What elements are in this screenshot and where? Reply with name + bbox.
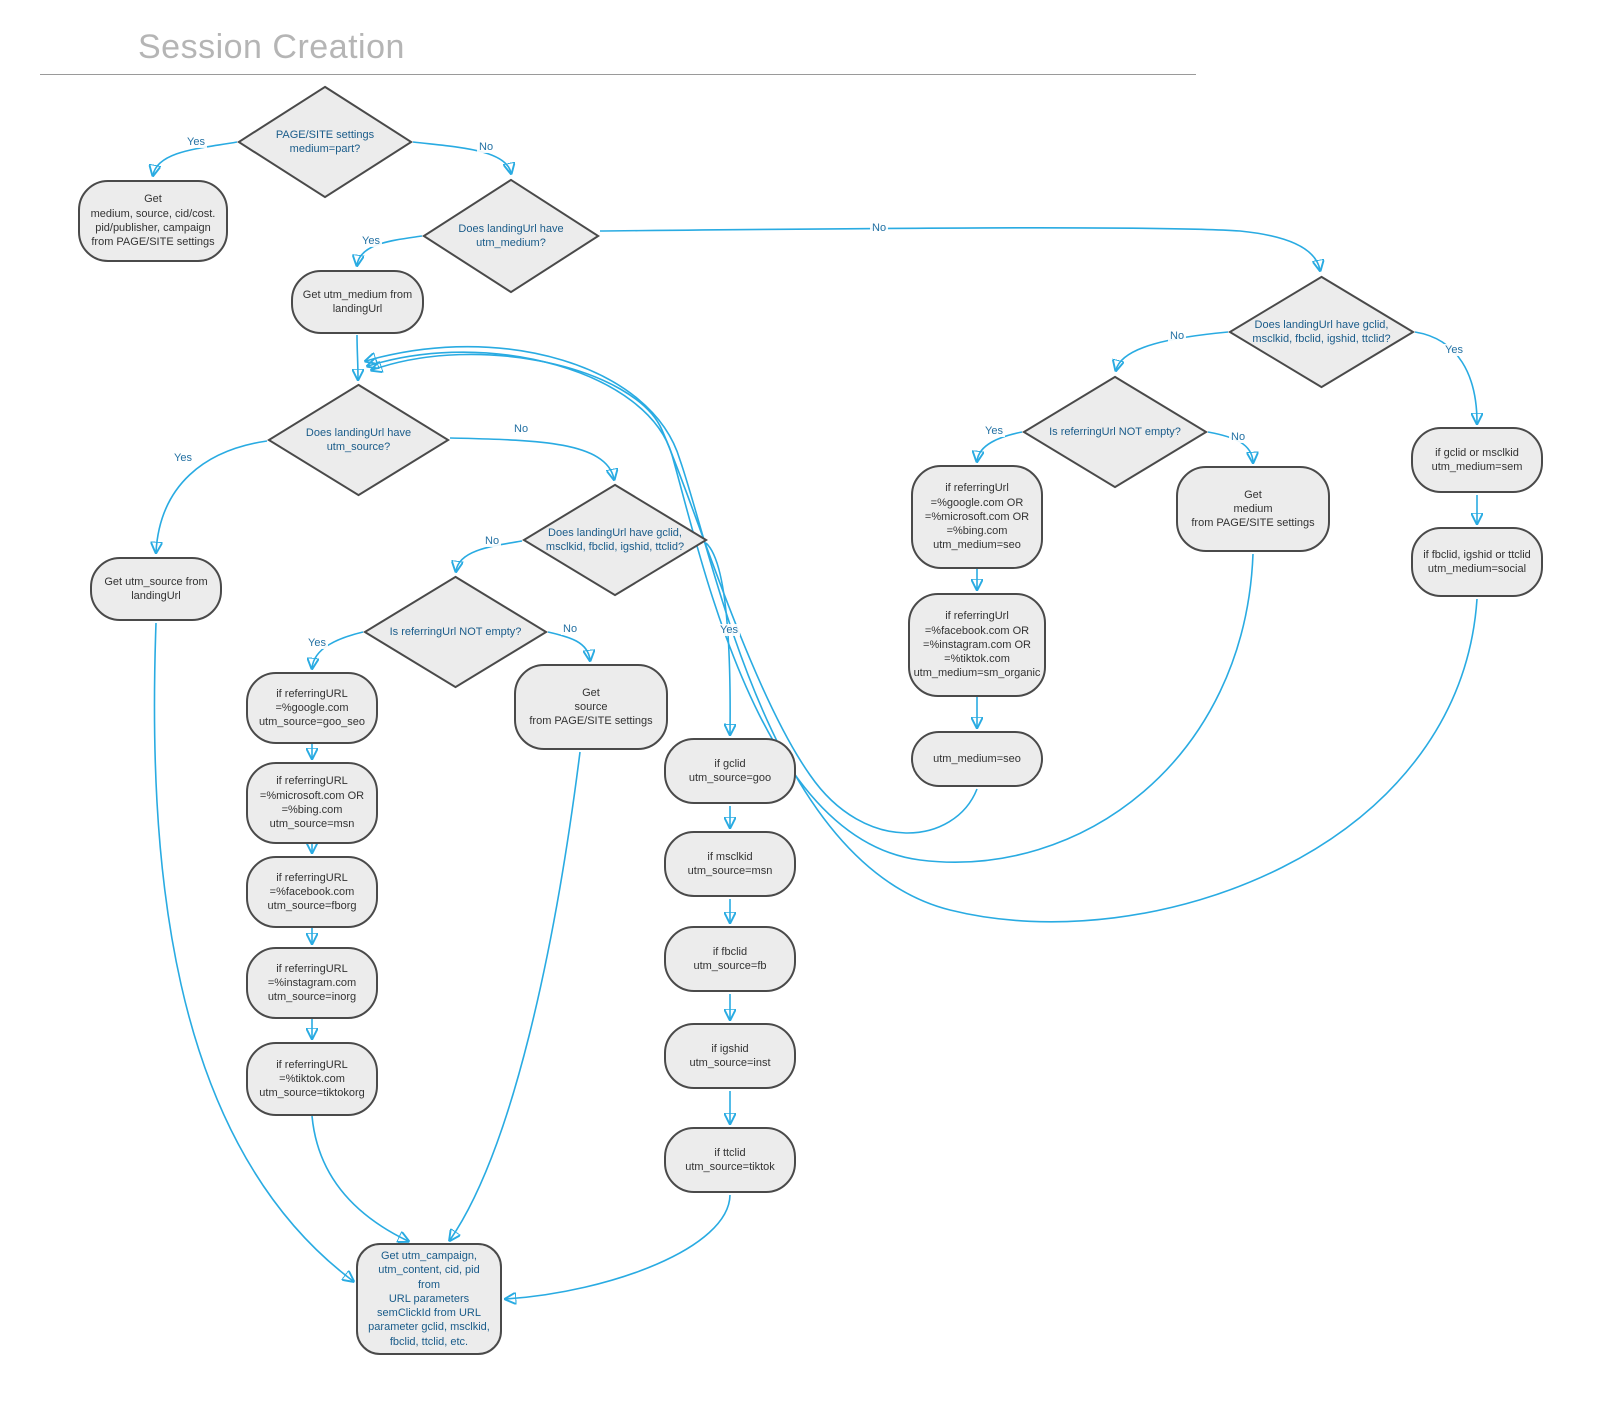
edge-label-d4-yes: Yes [718,624,740,636]
process-source-goo-seo: if referringURL =%google.com utm_source=… [246,672,378,744]
edge-p9-p15 [450,751,581,1240]
diamond-shape [237,85,413,199]
diamond-shape [363,575,548,689]
process-medium-sm-organic: if referringUrl =%facebook.com OR =%inst… [908,593,1046,697]
edge-p8-p15 [311,1115,408,1241]
process-msclkid-source-msn: if msclkid utm_source=msn [664,831,796,897]
process-get-campaign-url-params: Get utm_campaign, utm_content, cid, pid … [356,1243,502,1355]
decision-landingurl-clickids-left: Does landingUrl have gclid, msclkid, fbc… [522,483,708,597]
edge-d4-yes [705,542,730,734]
edge-label-d1-no: No [477,141,496,153]
diamond-shape [1228,275,1415,389]
edge-d1-no [412,141,511,173]
edge-label-d6-yes: Yes [1443,344,1465,356]
page-title: Session Creation [138,28,405,66]
process-medium-sem: if gclid or msclkid utm_medium=sem [1411,427,1543,493]
edge-label-d2-no: No [870,222,889,234]
process-fbclid-source-fb: if fbclid utm_source=fb [664,926,796,992]
edge-d3-no [449,437,614,479]
process-get-source-from-settings: Get source from PAGE/SITE settings [514,664,668,750]
process-medium-seo: utm_medium=seo [911,731,1043,787]
decision-landingurl-utm-medium: Does landingUrl have utm_medium? [422,178,600,294]
title-divider [40,74,1196,75]
edge-p2-d3 [357,334,358,379]
edge-d5-no [547,631,590,660]
process-source-fborg: if referringURL =%facebook.com utm_sourc… [246,856,378,928]
edge-label-d6-no: No [1168,330,1187,342]
diamond-shape [1022,375,1208,489]
process-source-inorg: if referringURL =%instagram.com utm_sour… [246,947,378,1019]
diamond-shape [422,178,600,294]
edge-label-d3-no: No [512,423,531,435]
decision-referringurl-not-empty-right: Is referringUrl NOT empty? [1022,375,1208,489]
process-get-utm-medium-landingurl: Get utm_medium from landingUrl [291,270,424,334]
edge-label-d5-yes: Yes [306,637,328,649]
edge-label-d3-yes: Yes [172,452,194,464]
process-medium-social: if fbclid, igshid or ttclid utm_medium=s… [1411,527,1543,597]
process-igshid-source-inst: if igshid utm_source=inst [664,1023,796,1089]
process-source-msn: if referringURL =%microsoft.com OR =%bin… [246,762,378,844]
decision-page-site-medium: PAGE/SITE settings medium=part? [237,85,413,199]
edge-p14-p15 [506,1194,731,1299]
decision-referringurl-not-empty-left: Is referringUrl NOT empty? [363,575,548,689]
process-get-utm-source-landingurl: Get utm_source from landingUrl [90,557,222,621]
process-get-medium-source-from-settings: Get medium, source, cid/cost. pid/publis… [78,180,228,262]
edge-label-d4-no: No [483,535,502,547]
edge-label-d1-yes: Yes [185,136,207,148]
process-ttclid-source-tiktok: if ttclid utm_source=tiktok [664,1127,796,1193]
edge-label-d7-no: No [1229,431,1248,443]
edge-label-d5-no: No [561,623,580,635]
edge-label-d7-yes: Yes [983,425,1005,437]
process-get-medium-from-settings: Get medium from PAGE/SITE settings [1176,466,1330,552]
process-source-tiktokorg: if referringURL =%tiktok.com utm_source=… [246,1042,378,1116]
diamond-shape [267,383,450,497]
decision-landingurl-clickids-right: Does landingUrl have gclid, msclkid, fbc… [1228,275,1415,389]
edge-d2-no [599,227,1320,270]
process-medium-seo-search: if referringUrl =%google.com OR =%micros… [911,465,1043,569]
diamond-shape [522,483,708,597]
edge-label-d2-yes: Yes [360,235,382,247]
decision-landingurl-utm-source: Does landingUrl have utm_source? [267,383,450,497]
process-gclid-source-goo: if gclid utm_source=goo [664,738,796,804]
